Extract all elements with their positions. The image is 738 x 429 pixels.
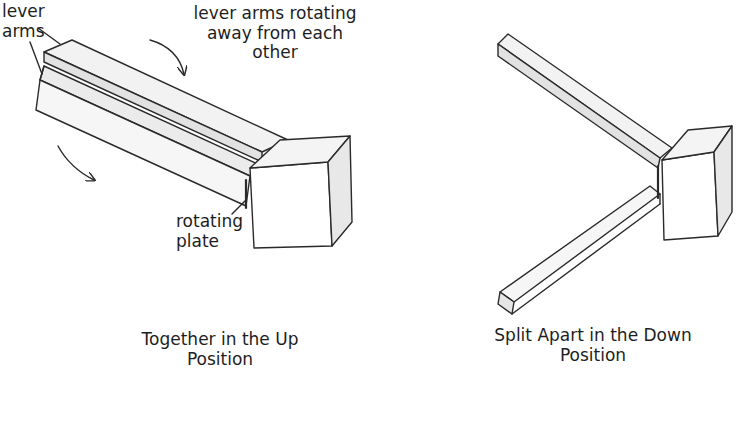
annotation-label: lever arms rotating away from each other [190, 4, 360, 63]
annotation-label: Together in the Up Position [120, 330, 320, 369]
leader-line [30, 42, 42, 74]
rotating-plate [245, 180, 247, 208]
rotating-plate [657, 166, 659, 198]
lower-lever-arm [36, 66, 262, 206]
lower-lever-arm [498, 186, 660, 314]
upper-lever-arm [498, 34, 672, 168]
annotation-label: Split Apart in the Down Position [488, 326, 698, 365]
rotation-arrow [150, 40, 184, 74]
annotation-label: rotating plate [176, 212, 238, 251]
rotating-plate-box [250, 136, 352, 248]
annotation-label: lever arms [2, 2, 54, 41]
rotation-arrow [58, 146, 94, 180]
rotating-plate-box [662, 126, 732, 240]
